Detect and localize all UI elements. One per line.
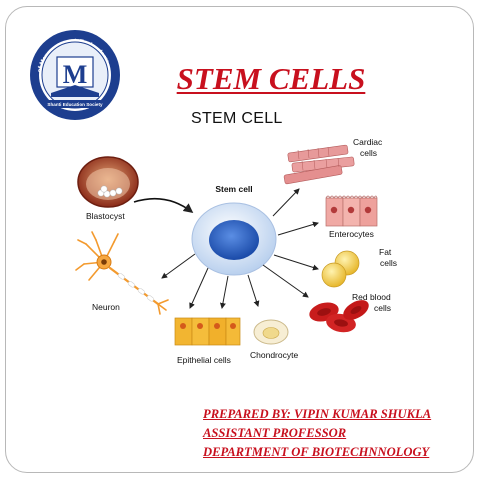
fat-cells <box>321 250 360 288</box>
credits-department: DEPARTMENT OF BIOTECHNNOLOGY <box>203 445 430 459</box>
epithelial-cells <box>174 317 241 346</box>
neuron-cell <box>75 231 169 315</box>
blastocyst-cell <box>77 156 139 208</box>
stem-cell <box>191 202 277 276</box>
slide-title: STEM CELLS <box>176 61 366 96</box>
cardiac-cells <box>283 144 355 185</box>
label-chondrocyte: Chondrocyte <box>250 350 298 360</box>
slide-frame: of Management & Technology M Shanti Educ… <box>5 6 474 473</box>
stem-cell-diagram: Blastocyst Stem cell <box>75 137 397 365</box>
label-neuron: Neuron <box>92 302 120 312</box>
label-cardiac-1: Cardiac <box>353 137 383 147</box>
label-epithelial: Epithelial cells <box>177 355 231 365</box>
credits-block: PREPARED BY: VIPIN KUMAR SHUKLA ASSISTAN… <box>203 405 431 462</box>
arrow-blastocyst-to-stem <box>133 197 194 213</box>
red-blood-cells <box>309 300 369 333</box>
credits-designation: ASSISTANT PROFESSOR <box>203 426 347 440</box>
label-rbc-2: cells <box>374 303 391 313</box>
label-cardiac-2: cells <box>360 148 377 158</box>
label-stem-cell: Stem cell <box>215 184 252 194</box>
label-fat-1: Fat <box>379 247 392 257</box>
chondrocyte-cell <box>253 319 289 345</box>
slide-subtitle: STEM CELL <box>191 110 283 127</box>
enterocyte-cells <box>325 195 378 227</box>
label-blastocyst: Blastocyst <box>86 211 125 221</box>
label-fat-2: cells <box>380 258 397 268</box>
logo-banner-text: Shanti Education Society <box>47 102 103 107</box>
logo-initials: M <box>63 60 88 89</box>
label-enterocytes: Enterocytes <box>329 229 374 239</box>
credits-prepared-by: PREPARED BY: VIPIN KUMAR SHUKLA <box>203 407 432 421</box>
differentiation-arrows <box>161 188 319 309</box>
label-rbc-1: Red blood <box>352 292 391 302</box>
institute-logo: of Management & Technology M Shanti Educ… <box>30 30 120 120</box>
